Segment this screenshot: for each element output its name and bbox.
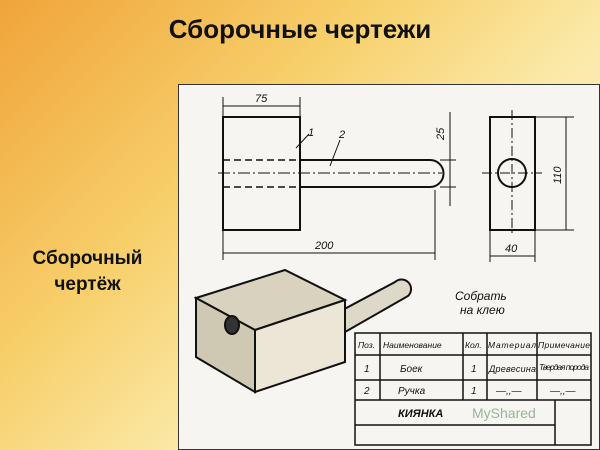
th-pos: Поз. bbox=[358, 340, 375, 350]
th-name: Наименование bbox=[383, 340, 442, 350]
callout-2: 2 bbox=[338, 129, 345, 141]
dim-200: 200 bbox=[314, 240, 334, 252]
dim-40: 40 bbox=[505, 243, 518, 255]
table-title: КИЯНКА bbox=[398, 408, 443, 420]
th-qty: Кол. bbox=[465, 340, 482, 350]
svg-text:2: 2 bbox=[363, 386, 370, 397]
svg-text:Боек: Боек bbox=[400, 364, 424, 375]
dim-110: 110 bbox=[552, 166, 564, 184]
th-material: Материал bbox=[488, 340, 536, 350]
dim-25: 25 bbox=[435, 127, 447, 141]
callout-1: 1 bbox=[308, 127, 314, 139]
side-label: Сборочный чертёж bbox=[32, 248, 143, 295]
table-row: 1 Боек 1 Древесина Твердая порода bbox=[364, 362, 589, 375]
slide-title: Сборочные чертежи bbox=[168, 14, 432, 44]
svg-text:1: 1 bbox=[471, 386, 477, 397]
svg-text:Ручка: Ручка bbox=[398, 386, 426, 397]
svg-text:Древесина: Древесина bbox=[488, 364, 536, 374]
svg-text:—,,—: —,,— bbox=[495, 386, 523, 397]
svg-text:—,,—: —,,— bbox=[549, 386, 577, 397]
svg-text:Твердая порода: Твердая порода bbox=[539, 362, 589, 372]
th-note: Примечание bbox=[538, 340, 590, 350]
watermark: MyShared bbox=[472, 405, 536, 421]
front-view-handle bbox=[300, 159, 445, 188]
svg-text:1: 1 bbox=[364, 364, 370, 375]
table-row: 2 Ручка 1 —,,— —,,— bbox=[363, 386, 577, 397]
dim-75: 75 bbox=[255, 93, 268, 105]
parts-table bbox=[354, 332, 592, 446]
svg-text:1: 1 bbox=[471, 364, 477, 375]
isometric-view bbox=[193, 268, 413, 394]
